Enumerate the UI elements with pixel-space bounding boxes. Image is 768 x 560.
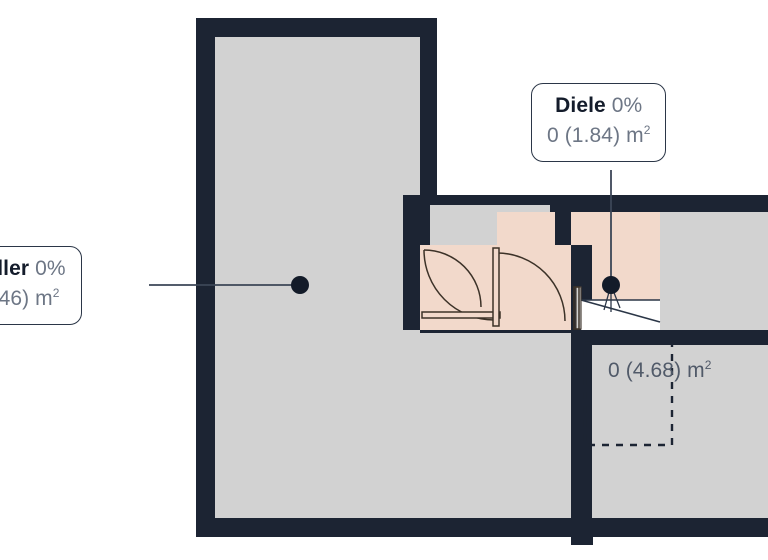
wall-bottom — [196, 518, 768, 537]
door-arc-left — [423, 249, 482, 308]
door-jamb-stair — [573, 286, 580, 330]
area-label-right-room-unit-sup: 2 — [704, 358, 712, 372]
callout-diele-percent: 0% — [611, 94, 643, 117]
leader-marker-teilkeller — [291, 276, 309, 294]
callout-diele-area-value: 0 (1.84) m — [547, 123, 644, 147]
wall-top-right-extension — [660, 195, 768, 212]
door-leaf-left — [421, 311, 501, 319]
callout-leaders — [149, 170, 620, 294]
stair-tread-line-1 — [580, 299, 661, 323]
doors — [421, 247, 580, 330]
door-arc-right — [496, 252, 566, 322]
door-leaf-right — [492, 247, 500, 327]
callout-teilkeller-room-name: eilkeller — [0, 257, 30, 280]
stair-body — [581, 300, 660, 330]
area-label-right-room: 0 (4.68) m2 — [608, 358, 711, 383]
area-label-right-room-value: 0 (4.68) m — [608, 359, 705, 382]
callout-teilkeller-area: 0 (7.46) m2 — [0, 286, 66, 313]
callout-teilkeller-percent: 0% — [35, 257, 66, 280]
callout-teilkeller-title: eilkeller 0% — [0, 256, 66, 283]
room-notch-fill — [375, 405, 403, 518]
callout-diele-title: Diele 0% — [547, 93, 650, 120]
room-teilkeller-fill — [215, 37, 420, 518]
room-lower-middle-fill — [420, 333, 571, 518]
room-diele-fill-notch — [571, 212, 593, 245]
callout-diele-area-unit-sup: 2 — [643, 122, 651, 137]
room-right-lower-fill — [592, 345, 768, 518]
callout-diele-area: 0 (1.84) m2 — [547, 123, 650, 150]
callout-teilkeller-area-value: 0 (7.46) m — [0, 286, 53, 310]
leader-marker-diele — [602, 276, 620, 294]
callout-teilkeller[interactable]: eilkeller 0% 0 (7.46) m2 — [0, 246, 82, 325]
wall-vertical-right-inner — [571, 195, 593, 545]
callout-diele-room-name: Diele — [555, 94, 606, 117]
room-right-upper-fill — [660, 212, 768, 330]
dashed-area-region — [583, 341, 674, 447]
callout-diele[interactable]: Diele 0% 0 (1.84) m2 — [531, 83, 667, 162]
callout-teilkeller-area-unit-sup: 2 — [52, 285, 60, 300]
